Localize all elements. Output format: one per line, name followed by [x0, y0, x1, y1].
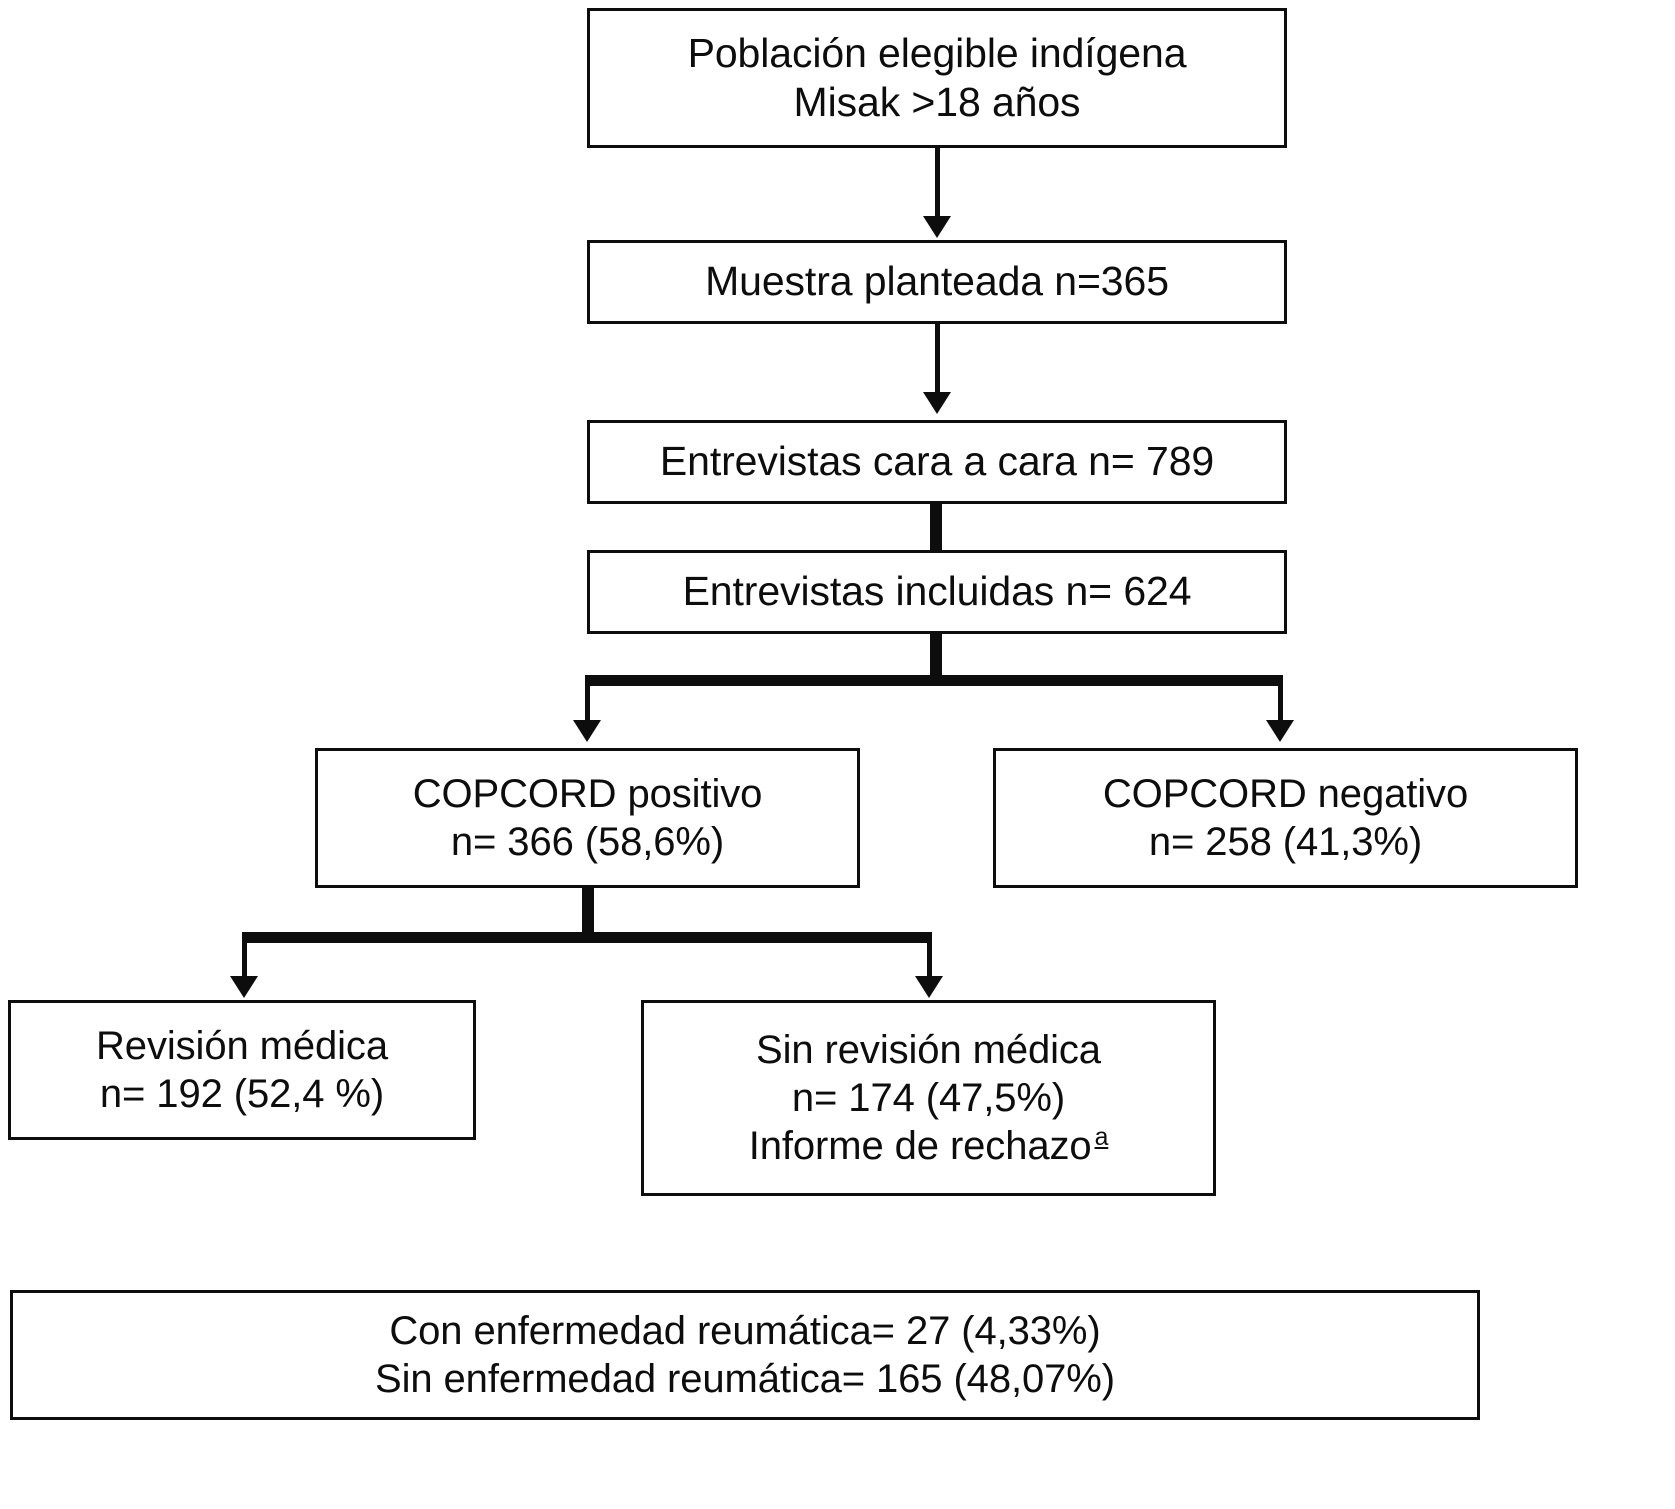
connector-incluidas-stem	[930, 634, 942, 686]
node-resultado-line-1: Con enfermedad reumática= 27 (4,33%)	[389, 1309, 1101, 1353]
connector-copcord-positivo-crossbar	[242, 932, 932, 943]
node-entrevistas-cara-a-cara: Entrevistas cara a cara n= 789	[587, 420, 1287, 504]
arrowhead-incluidas-to-copcord-negativo-icon	[1266, 720, 1294, 742]
node-copcord-negativo: COPCORD negativo n= 258 (41,3%)	[993, 748, 1578, 888]
connector-copcord-positivo-stem	[582, 888, 594, 940]
connector-copcord-right-drop	[927, 932, 932, 980]
node-muestra-line-1: Muestra planteada n=365	[705, 258, 1169, 305]
connector-entrevistas-to-incluidas	[930, 504, 942, 552]
node-poblacion-line-2: Misak >18 años	[793, 79, 1081, 125]
arrowhead-poblacion-to-muestra-icon	[923, 216, 951, 238]
node-copcord-negativo-line-2: n= 258 (41,3%)	[1148, 820, 1423, 864]
node-entrevistas-line-1: Entrevistas cara a cara n= 789	[659, 438, 1215, 485]
node-resultado-line-2: Sin enfermedad reumática= 165 (48,07%)	[375, 1357, 1115, 1401]
connector-incluidas-crossbar	[585, 675, 1283, 686]
connector-muestra-to-entrevistas	[935, 324, 940, 394]
node-entrevistas-incluidas: Entrevistas incluidas n= 624	[587, 550, 1287, 634]
node-copcord-positivo: COPCORD positivo n= 366 (58,6%)	[315, 748, 860, 888]
node-incluidas-line-1: Entrevistas incluidas n= 624	[682, 568, 1192, 615]
node-poblacion-elegible: Población elegible indígena Misak >18 añ…	[587, 8, 1287, 148]
arrowhead-muestra-to-entrevistas-icon	[923, 392, 951, 414]
node-copcord-positivo-line-1: COPCORD positivo	[412, 772, 763, 816]
node-sin-revision-line-3-text: Informe de rechazo	[748, 1124, 1092, 1168]
connector-incluidas-right-drop	[1278, 675, 1283, 723]
node-muestra-planteada: Muestra planteada n=365	[587, 240, 1287, 324]
connector-copcord-left-drop	[242, 932, 247, 980]
arrowhead-copcord-to-sin-revision-icon	[915, 976, 943, 998]
node-copcord-positivo-line-2: n= 366 (58,6%)	[450, 820, 725, 864]
node-sin-revision-medica: Sin revisión médica n= 174 (47,5%) Infor…	[641, 1000, 1216, 1196]
node-sin-revision-line-2: n= 174 (47,5%)	[791, 1076, 1066, 1120]
node-revision-medica-line-1: Revisión médica	[96, 1024, 388, 1068]
node-sin-revision-line-1: Sin revisión médica	[756, 1028, 1101, 1072]
connector-incluidas-left-drop	[585, 675, 590, 723]
footnote-marker-a: a	[1094, 1123, 1109, 1151]
node-copcord-negativo-line-1: COPCORD negativo	[1102, 772, 1469, 816]
node-revision-medica-line-2: n= 192 (52,4 %)	[99, 1072, 385, 1116]
node-revision-medica: Revisión médica n= 192 (52,4 %)	[8, 1000, 476, 1140]
arrowhead-incluidas-to-copcord-positivo-icon	[573, 720, 601, 742]
node-poblacion-line-1: Población elegible indígena	[687, 29, 1187, 76]
connector-poblacion-to-muestra	[935, 148, 940, 220]
arrowhead-copcord-to-revision-medica-icon	[230, 976, 258, 998]
node-resultado-final: Con enfermedad reumática= 27 (4,33%) Sin…	[10, 1290, 1480, 1420]
